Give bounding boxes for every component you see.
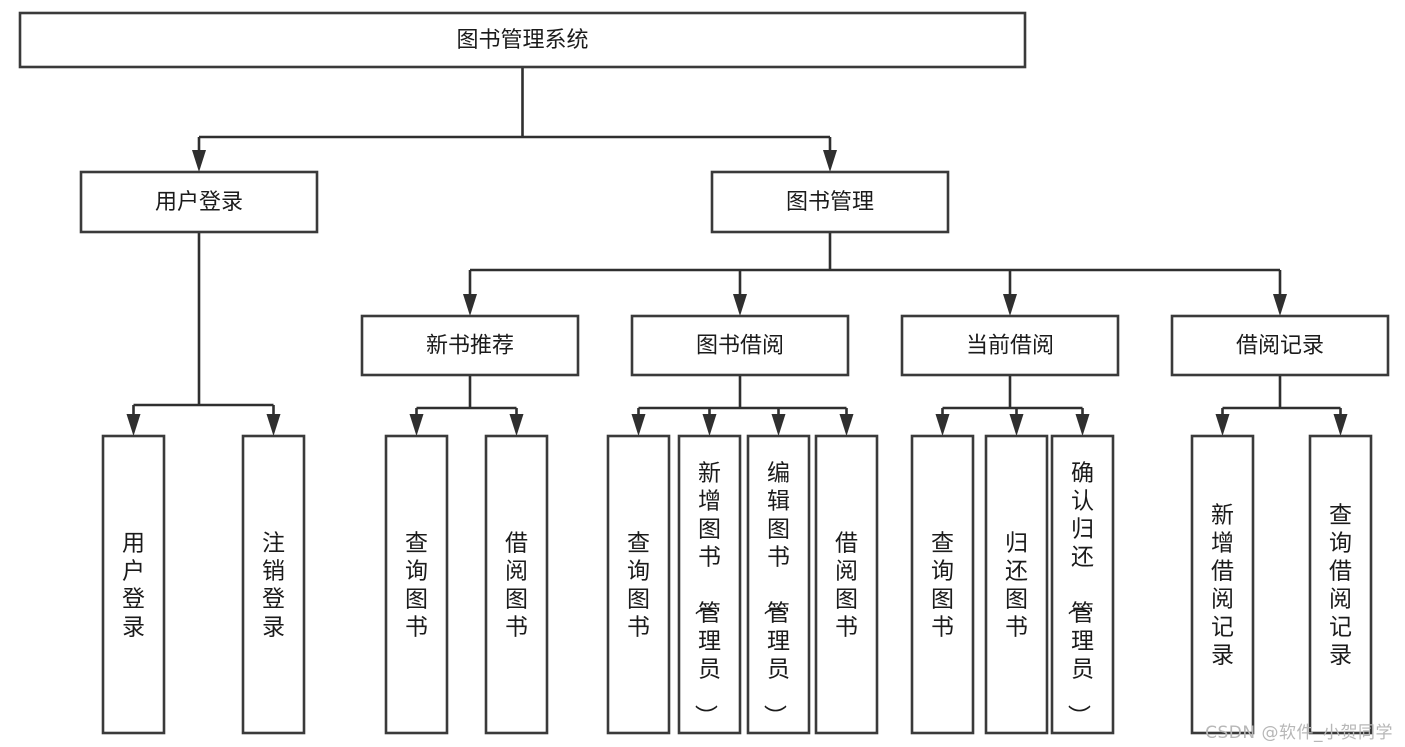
node-leaf-query-book-cur[interactable]: 查询图书 — [910, 434, 975, 735]
node-book-manage[interactable]: 图书管理 — [710, 170, 950, 234]
connector-group — [631, 375, 854, 436]
arrow-head-icon — [1009, 414, 1024, 436]
node-label: 查询图书 — [627, 530, 650, 640]
node-label: 查询图书 — [405, 530, 428, 640]
node-leaf-return-book[interactable]: 归还图书 — [984, 434, 1049, 735]
node-layer: 图书管理系统用户登录图书管理新书推荐图书借阅当前借阅借阅记录用户登录注销登录查询… — [18, 11, 1390, 735]
node-leaf-borrow-book-rec[interactable]: 借阅图书 — [484, 434, 549, 735]
node-label: 查询借阅记录 — [1329, 502, 1352, 668]
arrow-head-icon — [266, 414, 281, 436]
node-leaf-borrow-book[interactable]: 借阅图书 — [814, 434, 879, 735]
arrow-head-icon — [733, 294, 747, 316]
node-box[interactable] — [746, 434, 811, 735]
node-label: 用户登录 — [122, 530, 145, 640]
node-new-book-recommend[interactable]: 新书推荐 — [360, 314, 580, 377]
node-box[interactable] — [710, 170, 950, 234]
node-box[interactable] — [18, 11, 1027, 69]
node-box[interactable] — [1190, 434, 1255, 735]
connector-group — [192, 67, 837, 172]
connector-layer — [126, 67, 1348, 436]
node-box[interactable] — [910, 434, 975, 735]
node-box[interactable] — [79, 170, 319, 234]
node-label: 编辑图书（管理员） — [761, 460, 790, 727]
connector-group — [409, 375, 524, 436]
node-label: 借阅图书 — [505, 530, 528, 640]
node-box[interactable] — [241, 434, 306, 735]
node-leaf-add-borrow-record[interactable]: 新增借阅记录 — [1190, 434, 1255, 735]
node-leaf-confirm-return[interactable]: 确认归还（管理员） — [1050, 434, 1115, 735]
arrow-head-icon — [631, 414, 646, 436]
node-box[interactable] — [1050, 434, 1115, 735]
node-leaf-add-book[interactable]: 新增图书（管理员） — [677, 434, 742, 735]
connector-group — [463, 232, 1287, 316]
node-label: 新书推荐 — [426, 334, 514, 359]
node-box[interactable] — [360, 314, 580, 377]
node-label: 借阅图书 — [835, 530, 858, 640]
node-box[interactable] — [384, 434, 449, 735]
node-leaf-logout[interactable]: 注销登录 — [241, 434, 306, 735]
node-label: 确认归还（管理员） — [1065, 460, 1094, 727]
connector-group — [1215, 375, 1348, 436]
connector-group — [126, 232, 281, 436]
arrow-head-icon — [1003, 294, 1017, 316]
node-label: 图书借阅 — [696, 334, 784, 359]
node-book-borrow[interactable]: 图书借阅 — [630, 314, 850, 377]
arrow-head-icon — [126, 414, 141, 436]
node-box[interactable] — [1170, 314, 1390, 377]
arrow-head-icon — [839, 414, 854, 436]
arrow-head-icon — [1215, 414, 1230, 436]
node-box[interactable] — [630, 314, 850, 377]
node-box[interactable] — [1308, 434, 1373, 735]
node-box[interactable] — [984, 434, 1049, 735]
node-leaf-query-borrow-record[interactable]: 查询借阅记录 — [1308, 434, 1373, 735]
node-current-borrow[interactable]: 当前借阅 — [900, 314, 1120, 377]
arrow-head-icon — [1273, 294, 1287, 316]
node-box[interactable] — [900, 314, 1120, 377]
node-label: 借阅记录 — [1236, 334, 1324, 359]
node-box[interactable] — [677, 434, 742, 735]
arrow-head-icon — [1075, 414, 1090, 436]
arrow-head-icon — [823, 150, 837, 172]
node-box[interactable] — [814, 434, 879, 735]
arrow-head-icon — [935, 414, 950, 436]
node-box[interactable] — [606, 434, 671, 735]
node-label: 新增借阅记录 — [1211, 502, 1234, 668]
node-label: 图书管理系统 — [456, 28, 588, 53]
node-label: 归还图书 — [1005, 530, 1028, 640]
node-label: 查询图书 — [931, 530, 954, 640]
node-leaf-query-book-rec[interactable]: 查询图书 — [384, 434, 449, 735]
arrow-head-icon — [409, 414, 424, 436]
node-box[interactable] — [101, 434, 166, 735]
arrow-head-icon — [771, 414, 786, 436]
node-user-login[interactable]: 用户登录 — [79, 170, 319, 234]
node-leaf-user-login[interactable]: 用户登录 — [101, 434, 166, 735]
node-label: 图书管理 — [786, 190, 874, 215]
arrow-head-icon — [463, 294, 477, 316]
arrow-head-icon — [702, 414, 717, 436]
node-label: 用户登录 — [155, 190, 243, 215]
node-label: 当前借阅 — [966, 334, 1054, 359]
arrow-head-icon — [509, 414, 524, 436]
arrow-head-icon — [192, 150, 206, 172]
node-leaf-edit-book[interactable]: 编辑图书（管理员） — [746, 434, 811, 735]
node-root[interactable]: 图书管理系统 — [18, 11, 1027, 69]
node-label: 新增图书（管理员） — [692, 460, 721, 727]
arrow-head-icon — [1333, 414, 1348, 436]
node-borrow-record[interactable]: 借阅记录 — [1170, 314, 1390, 377]
connector-group — [935, 375, 1090, 436]
node-box[interactable] — [484, 434, 549, 735]
node-leaf-query-book-borrow[interactable]: 查询图书 — [606, 434, 671, 735]
node-label: 注销登录 — [262, 530, 285, 640]
